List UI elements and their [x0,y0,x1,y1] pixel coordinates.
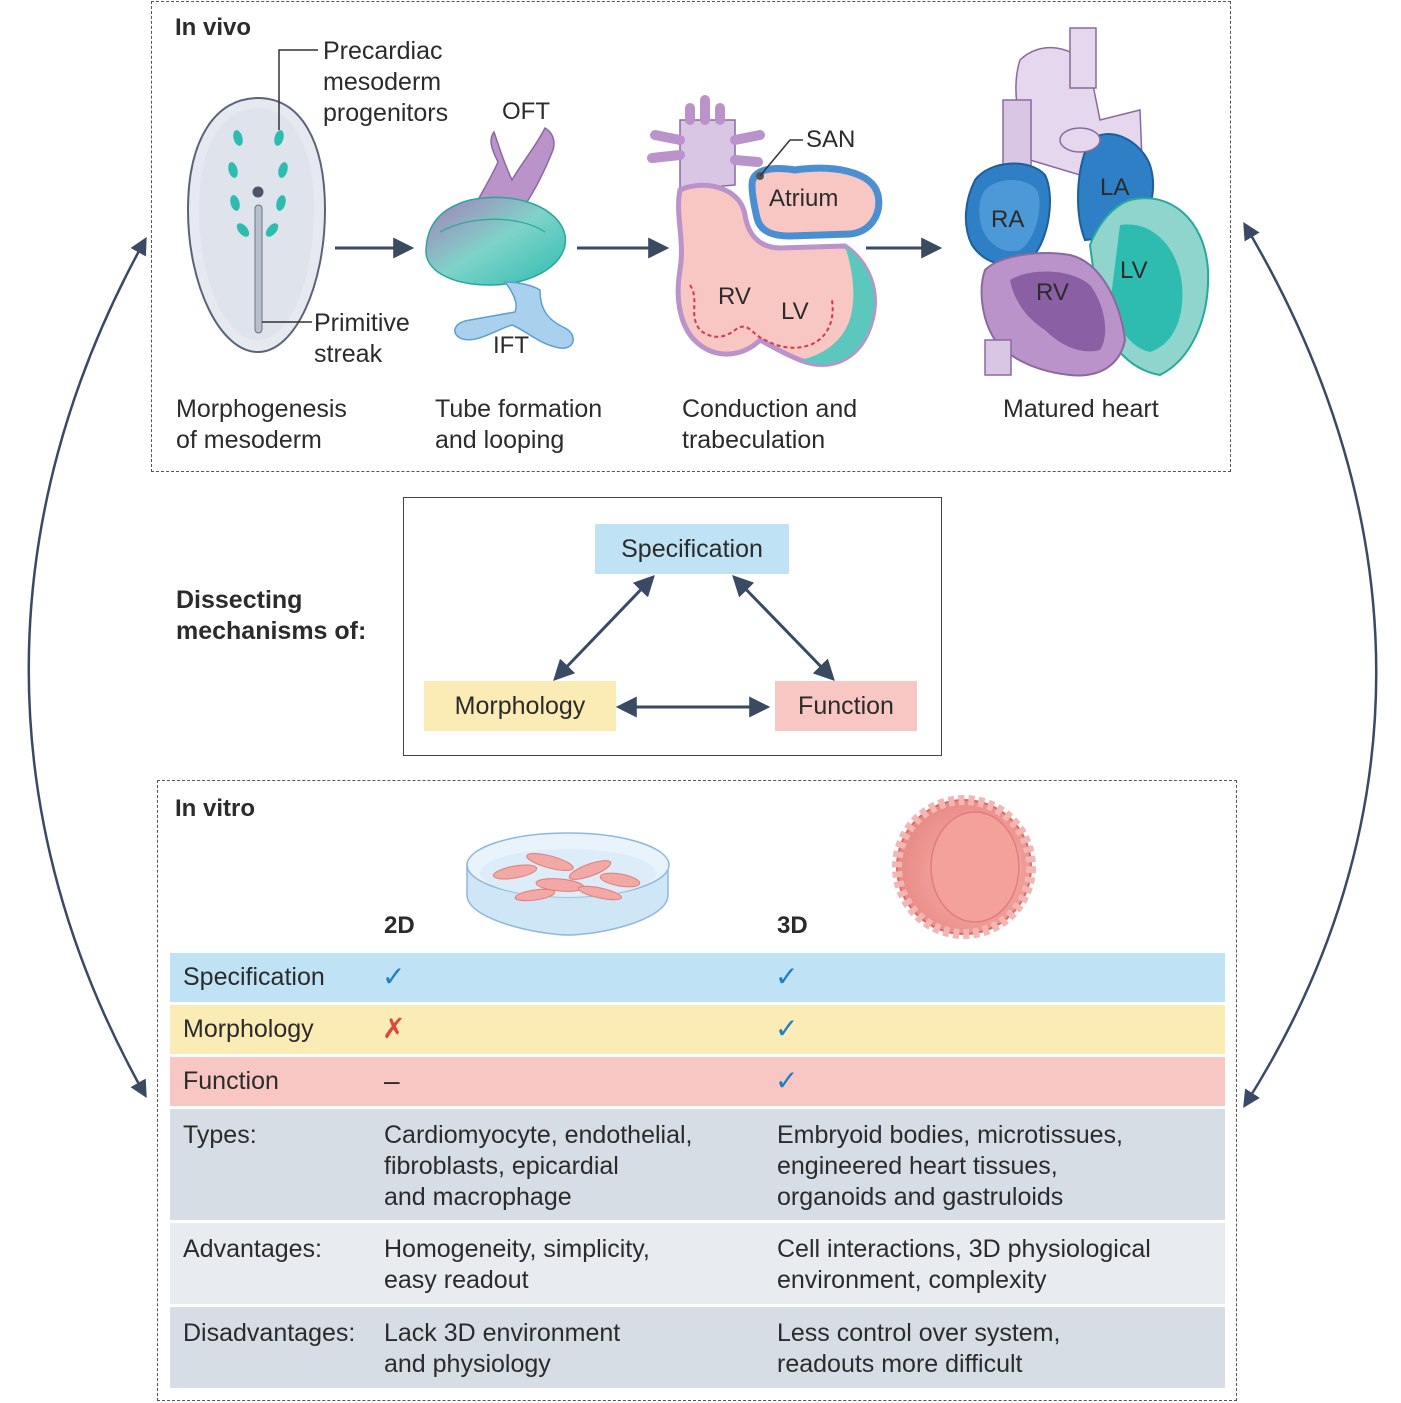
dash-mark: – [384,1065,400,1096]
table-row-types: Types: Cardiomyocyte, endothelial, fibro… [170,1109,1225,1220]
primitive-streak-label: Primitive streak [314,309,410,368]
row-label: Disadvantages: [183,1319,356,1347]
check-icon: ✓ [775,1013,799,1044]
row-label: Morphology [183,1015,314,1043]
petri-dish-illustration [466,832,670,936]
column-2d-header: 2D [384,912,415,939]
stage-matured-heart: Matured heart [1003,395,1159,423]
mature-heart-illustration [964,27,1210,377]
table-row-advantages: Advantages: Homogeneity, simplicity, eas… [170,1223,1225,1304]
table-row-morphology: Morphology ✗ ✓ [170,1005,1225,1054]
looped-heart-illustration [647,95,883,367]
column-3d-header: 3D [777,912,808,939]
table-row-function: Function – ✓ [170,1057,1225,1106]
stage-conduction: Conduction and trabeculation [682,395,858,454]
ra-label: RA [991,206,1025,233]
embryo-disc-illustration [186,49,327,354]
table-row-disadvantages: Disadvantages: Lack 3D environment and p… [170,1307,1225,1388]
morphology-chip: Morphology [424,681,616,731]
types-2d: Cardiomyocyte, endothelial, fibroblasts,… [384,1121,693,1211]
mechanism-arrows [553,574,835,718]
rv-label-tube: RV [718,283,751,310]
advantages-3d: Cell interactions, 3D physiological envi… [777,1235,1151,1294]
row-label: Specification [183,963,325,991]
in-vitro-title: In vitro [175,795,256,822]
cycle-arrows [27,221,1378,1108]
lv-label-heart: LV [1120,257,1148,284]
table-row-specification: Specification ✓ ✓ [170,953,1225,1002]
row-label: Advantages: [183,1235,322,1263]
row-label: Types: [183,1121,257,1149]
disadvantages-2d: Lack 3D environment and physiology [384,1319,621,1378]
in-vivo-panel [151,1,1231,472]
la-label: LA [1100,174,1130,201]
in-vivo-title: In vivo [175,14,252,41]
row-label: Function [183,1067,279,1095]
heart-tube-illustration [425,126,574,349]
specification-chip: Specification [595,524,789,574]
oft-label: OFT [502,98,550,125]
stage-morphogenesis: Morphogenesis of mesoderm [176,395,347,454]
precardiac-label: Precardiac mesoderm progenitors [323,37,449,127]
types-3d: Embryoid bodies, microtissues, engineere… [777,1121,1123,1211]
ift-label: IFT [493,332,529,359]
mechanisms-box [403,497,942,756]
check-icon: ✓ [382,961,406,992]
function-chip: Function [775,681,917,731]
lv-label-tube: LV [781,298,809,325]
organoid-sphere-illustration [892,795,1036,939]
check-icon: ✓ [775,961,799,992]
rv-label-heart: RV [1036,279,1069,306]
check-icon: ✓ [775,1065,799,1096]
in-vitro-panel [157,780,1237,1401]
stage-tube-formation: Tube formation and looping [435,395,603,454]
san-label: SAN [806,126,856,153]
cross-icon: ✗ [382,1013,406,1044]
atrium-label: Atrium [769,185,839,212]
disadvantages-3d: Less control over system, readouts more … [777,1319,1061,1378]
mechanisms-heading: Dissecting mechanisms of: [176,586,367,645]
advantages-2d: Homogeneity, simplicity, easy readout [384,1235,650,1294]
